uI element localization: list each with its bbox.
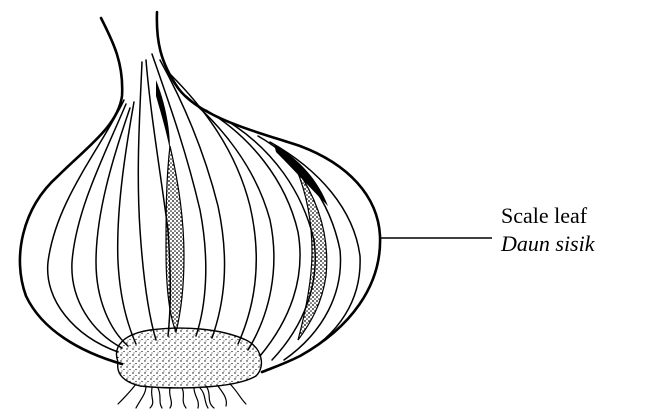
roots (118, 384, 246, 408)
basal-plate (116, 328, 261, 388)
inner-shading (156, 80, 328, 340)
bulb-outline (20, 12, 380, 372)
scale-leaf-label: Scale leaf (501, 205, 587, 227)
daun-sisik-label: Daun sisik (501, 233, 595, 255)
